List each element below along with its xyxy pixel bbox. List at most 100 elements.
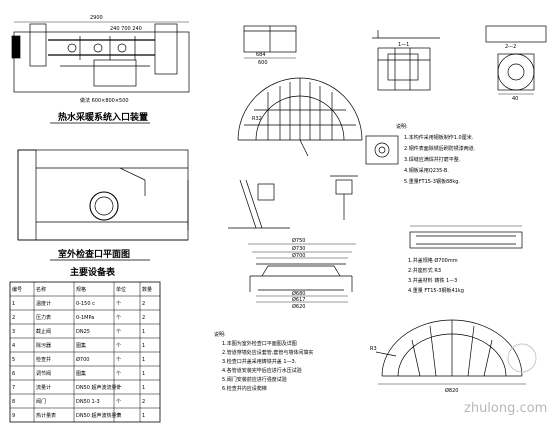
table-cell: 温度计 xyxy=(36,300,51,307)
table-cell: 0-150 c xyxy=(76,301,95,307)
watermark: zhulong.com xyxy=(464,343,547,416)
table-header-cell: 规格 xyxy=(76,286,86,293)
table-cell: 截止阀 xyxy=(36,328,51,335)
table-cell: 个 xyxy=(116,413,121,419)
title-inspection-plan: 室外检查口平面图 xyxy=(58,248,130,260)
table-cell: 个 xyxy=(116,301,121,307)
notes-top-line: 2.钢件表面除锈后刷防锈漆两道. xyxy=(404,145,476,152)
notes-top-right: 说明: 1.本构件采用钢板制作1.0厘米. 2.钢件表面除锈后刷防锈漆两道. 3… xyxy=(396,123,476,185)
notes-right-mid: 1.井盖规格 Ø700mm 2.井座形式 R3 3.井盖材料 铸铁 1—3 4.… xyxy=(408,257,464,294)
dim-40: 40 xyxy=(512,96,518,102)
notes-bottom-line: 3.检查口井盖采用铸铁井盖 1—3. xyxy=(222,358,297,365)
table-cell: 个 xyxy=(116,329,121,335)
table-cell: 1 xyxy=(142,413,145,419)
notes-top-line: 5.重量FT15-3钢板88kg. xyxy=(404,178,460,185)
entry-device-drawing xyxy=(11,21,190,93)
table-cell: 4 xyxy=(12,343,15,349)
bracket-details xyxy=(228,175,358,229)
title-entry-device: 热水采暖系统入口装置 xyxy=(58,111,148,123)
table-cell: 2 xyxy=(142,301,145,307)
table-cell: 1 xyxy=(142,329,145,335)
notes-bottom-line: 6.检查井内应设爬梯 xyxy=(222,385,267,392)
table-header-cell: 数量 xyxy=(142,286,152,293)
notes-mid-line: 2.井座形式 R3 xyxy=(408,267,441,274)
table-cell: 6 xyxy=(12,371,15,377)
table-cell: 检查井 xyxy=(36,356,51,363)
dim-684: 684 xyxy=(256,52,266,58)
table-cell: 1 xyxy=(142,357,145,363)
table-cell: 2 xyxy=(12,315,15,321)
notes-mid-line: 4.重量 FT15-3钢板41kg xyxy=(408,287,464,294)
table-cell: DN25 xyxy=(76,329,90,335)
table-cell: DN50 1-3 xyxy=(76,399,100,405)
table-cell: 1 xyxy=(12,301,15,307)
dim-680: Ø680 xyxy=(292,290,305,297)
dim-730: Ø730 xyxy=(292,245,305,252)
section-1-1-label: 1—1 xyxy=(398,42,409,48)
table-cell: 9 xyxy=(12,413,15,419)
table-cell: 3 xyxy=(12,329,15,335)
table-cell: 0-1MPa xyxy=(76,315,94,321)
dim-r3: R3 xyxy=(370,346,377,352)
table-header-cell: 单位 xyxy=(116,286,126,293)
ring-section xyxy=(248,243,356,303)
table-cell: 1 xyxy=(142,343,145,349)
pit-size-note: 做法 600×800×500 xyxy=(80,97,129,104)
dim-2900: 2900 xyxy=(90,15,103,21)
half-arch-grating xyxy=(375,319,526,385)
title-equipment-table: 主要设备表 xyxy=(70,266,116,278)
notes-bottom-line: 4.各管道安装完毕后应进行水压试验 xyxy=(222,367,302,374)
table-cell: 个 xyxy=(116,357,121,363)
table-cell: 1 xyxy=(142,371,145,377)
watermark-text: zhulong.com xyxy=(464,401,547,416)
dim-600: 600 xyxy=(258,60,268,66)
notes-top-line: 1.本构件采用钢板制作1.0厘米. xyxy=(404,134,474,141)
table-cell: 阀门 xyxy=(36,398,46,405)
dim-617: Ø617 xyxy=(292,296,305,303)
notes-top-heading: 说明: xyxy=(396,123,408,130)
section-2-2-label: 2—2 xyxy=(505,44,516,50)
notes-bottom-line: 2.管道穿墙处应设套管,套管与墙体间填实 xyxy=(222,349,313,356)
table-cell: 热计量表 xyxy=(36,412,56,419)
small-detail-circle xyxy=(365,135,399,165)
table-cell: DN50 超声波热量表 xyxy=(76,412,122,419)
table-cell: 个 xyxy=(116,399,121,405)
table-cell: 2 xyxy=(142,315,145,321)
half-round-grating xyxy=(237,77,363,157)
table-cell: 个 xyxy=(116,371,121,377)
dim-r32: R32 xyxy=(252,116,262,122)
notes-bottom-line: 1.本图为室外检查口平面图及详图 xyxy=(222,340,297,347)
dim-240-700-240: 240 700 240 xyxy=(110,26,142,32)
table-cell: 流量计 xyxy=(36,384,51,391)
table-cell: 8 xyxy=(12,399,15,405)
dim-820: Ø820 xyxy=(445,387,458,394)
table-cell: 2 xyxy=(142,399,145,405)
table-cell: 图集 xyxy=(76,342,86,349)
inspection-plan-drawing xyxy=(17,149,189,241)
dim-750: Ø750 xyxy=(292,237,305,244)
table-cell: 除污器 xyxy=(36,342,51,349)
table-cell: Ø700 xyxy=(76,356,89,363)
notes-mid-line: 1.井盖规格 Ø700mm xyxy=(408,257,458,264)
table-cell: DN50 超声波流量计 xyxy=(76,384,122,391)
table-cell: 图集 xyxy=(76,370,86,377)
dim-700: Ø700 xyxy=(292,252,305,259)
table-cell: 调节阀 xyxy=(36,370,51,377)
table-cell: 个 xyxy=(116,343,121,349)
section-1-1 xyxy=(372,30,440,91)
center-top-plan xyxy=(243,25,297,59)
notes-bottom-line: 5.阀门安装前应进行强度试验 xyxy=(222,376,287,383)
table-cell: 个 xyxy=(116,315,121,321)
notes-bottom: 说明: 1.本图为室外检查口平面图及详图 2.管道穿墙处应设套管,套管与墙体间填… xyxy=(214,331,313,392)
notes-bottom-heading: 说明: xyxy=(214,331,226,338)
notes-mid-line: 3.井盖材料 铸铁 1—3 xyxy=(408,277,457,284)
notes-top-line: 3.焊缝应满焊并打磨平整. xyxy=(404,156,461,163)
table-cell: 7 xyxy=(12,385,15,391)
table-header-cell: 编号 xyxy=(12,286,22,293)
dim-620: Ø620 xyxy=(292,303,305,310)
table-cell: 1 xyxy=(142,385,145,391)
table-cell: 压力表 xyxy=(36,314,51,321)
table-cell: 5 xyxy=(12,357,15,363)
